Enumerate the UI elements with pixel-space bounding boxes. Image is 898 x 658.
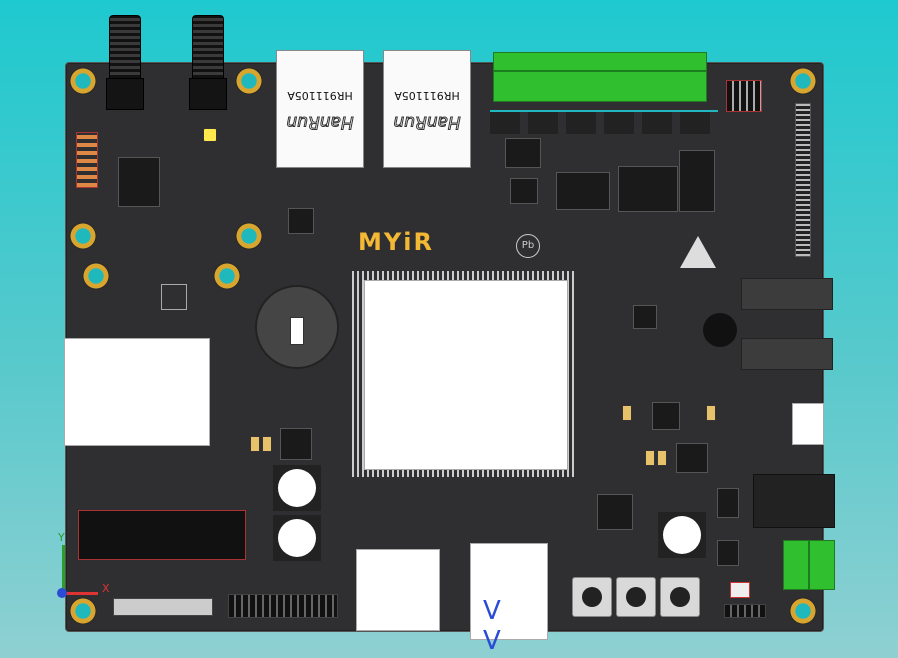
mini-pcie-slot[interactable] <box>78 510 246 560</box>
rj45-jack-left: HR911105A HanRun <box>276 50 364 168</box>
chip-wifi <box>118 157 160 207</box>
silkscreen-square <box>161 284 187 310</box>
sensor-3 <box>658 512 706 558</box>
mount-hole-left-upper <box>69 222 97 250</box>
mount-hole-top-mid <box>235 67 263 95</box>
chip-phy <box>556 172 610 210</box>
main-soc <box>364 280 568 470</box>
chip-power-3 <box>717 488 739 518</box>
fpc-connector-right <box>795 103 811 257</box>
capacitor-4 <box>706 405 716 421</box>
rj45-right-part: HR911105A <box>394 89 460 102</box>
capacitor-3 <box>622 405 632 421</box>
buzzer <box>703 313 737 347</box>
pin-header-bottom[interactable] <box>228 594 338 618</box>
sd-card-slot[interactable] <box>64 338 210 446</box>
dc-power-jack[interactable] <box>753 474 835 528</box>
chip-flash <box>679 150 715 212</box>
capacitor-1 <box>250 436 260 452</box>
pin-header-bottom-right[interactable] <box>724 604 766 618</box>
pin-header-top-left <box>76 132 98 188</box>
capacitor-5 <box>645 450 655 466</box>
terminal-block-top <box>493 52 707 102</box>
fpc-connector-bottom[interactable] <box>113 598 213 616</box>
coin-battery-holder <box>255 285 339 369</box>
chip-power-1 <box>652 402 680 430</box>
mount-hole-bottom-left <box>69 597 97 625</box>
chip-power-4 <box>717 540 739 566</box>
rj45-jack-right: HR911105A HanRun <box>383 50 471 168</box>
dip-switch[interactable] <box>730 582 750 598</box>
chip-controller <box>618 166 678 212</box>
rj45-right-brand: HanRun <box>393 112 461 133</box>
rj45-left-brand: HanRun <box>286 112 354 133</box>
axis-x-line <box>66 592 98 595</box>
chip-small-2 <box>288 208 314 234</box>
esd-warning-icon <box>680 236 716 268</box>
rj45-left-part: HR911105A <box>287 89 353 102</box>
axis-y-label: Y <box>58 531 65 544</box>
chip-small-1 <box>510 178 538 204</box>
chip-audio <box>633 305 657 329</box>
capacitor-2 <box>262 436 272 452</box>
sensor-2 <box>273 515 321 561</box>
capacitor-6 <box>657 450 667 466</box>
axis-y-line <box>62 545 65 593</box>
mount-hole-bottom-right <box>789 597 817 625</box>
chip-power-2 <box>676 443 708 473</box>
lead-free-mark: Pb <box>516 234 540 258</box>
mount-hole-left-b <box>213 262 241 290</box>
antenna-base-1 <box>106 78 144 110</box>
terminal-diodes-row <box>490 110 718 134</box>
mount-hole-top-right <box>789 67 817 95</box>
sensor-1 <box>273 465 321 511</box>
mount-hole-left-a <box>82 262 110 290</box>
led-yellow <box>203 128 217 142</box>
usb-host-connector-1[interactable] <box>356 549 440 631</box>
audio-jack-1[interactable] <box>741 278 833 310</box>
boot-button[interactable] <box>616 577 656 617</box>
chip-pmic <box>597 494 633 530</box>
chip-rtc <box>280 428 312 460</box>
axis-x-label: X <box>102 582 110 595</box>
antenna-base-2 <box>189 78 227 110</box>
mount-hole-top-left <box>69 67 97 95</box>
chip-ethernet <box>505 138 541 168</box>
brand-logo: MYiR <box>358 228 434 256</box>
usb-host-connector-2[interactable]: V V <box>470 543 548 656</box>
usb-device-connector[interactable] <box>792 403 824 445</box>
user-button[interactable] <box>660 577 700 617</box>
reset-button[interactable] <box>572 577 612 617</box>
terminal-block-bottom-right <box>783 540 835 590</box>
axis-origin <box>57 588 67 598</box>
audio-jack-2[interactable] <box>741 338 833 370</box>
mount-hole-left-mid <box>235 222 263 250</box>
pin-header-top-right <box>726 80 762 112</box>
